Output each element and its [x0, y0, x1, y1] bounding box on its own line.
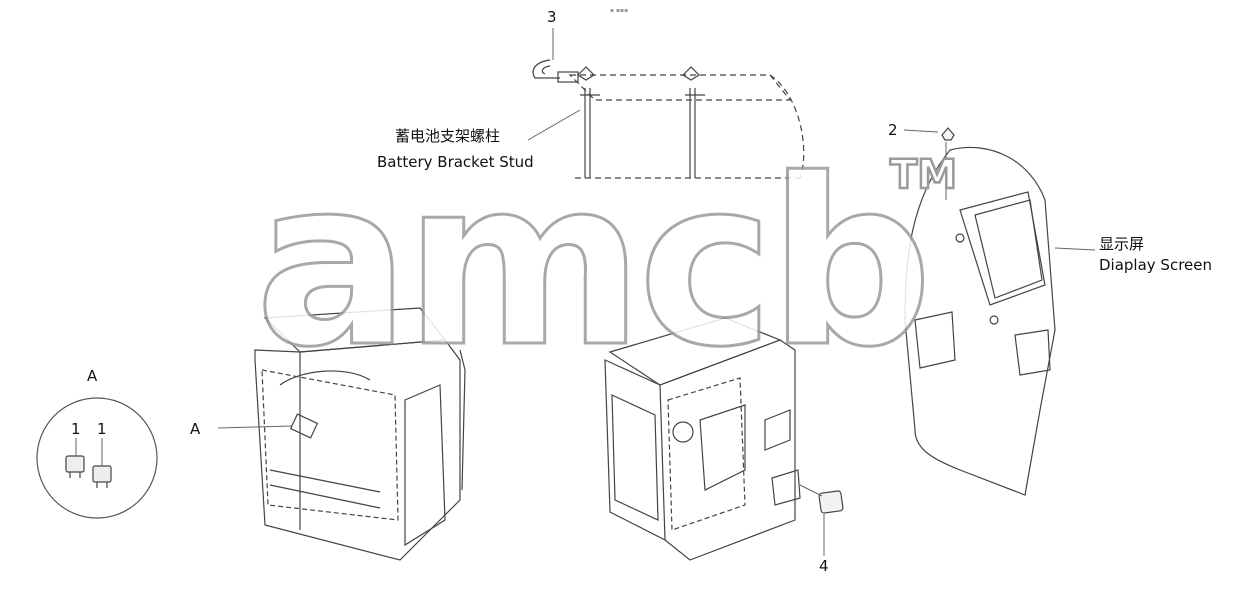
cab-middle [604, 317, 844, 561]
callout-1-right: 1 [97, 420, 107, 438]
callout-2: 2 [888, 121, 898, 139]
battery-stud-label-en: Battery Bracket Stud [377, 153, 534, 171]
cab-left [217, 307, 466, 561]
detail-a-title: A [87, 367, 98, 385]
battery-stud-label-zh: 蓄电池支架螺柱 [395, 127, 501, 145]
display-screen-label-en: Diaplay Screen [1099, 256, 1213, 274]
callout-4: 4 [819, 557, 829, 575]
watermark-logo: amcb [254, 131, 935, 398]
detail-a-circle [36, 397, 158, 519]
callout-1-left: 1 [71, 420, 81, 438]
callout-a-cab: A [190, 420, 201, 438]
relay-part-1a [65, 438, 85, 478]
clamp-part-3 [532, 59, 579, 83]
battery-bracket-assembly [568, 66, 805, 179]
svg-text:▪ ▪▪▪: ▪ ▪▪▪ [610, 7, 628, 14]
leader-battery [527, 109, 581, 141]
trademark-mark: TM [889, 151, 959, 200]
callout-3: 3 [547, 8, 557, 26]
display-screen-label-zh: 显示屏 [1099, 235, 1145, 253]
relay-part-1b [92, 438, 112, 488]
switch-part-4 [818, 490, 844, 514]
display-panel [903, 127, 1096, 496]
